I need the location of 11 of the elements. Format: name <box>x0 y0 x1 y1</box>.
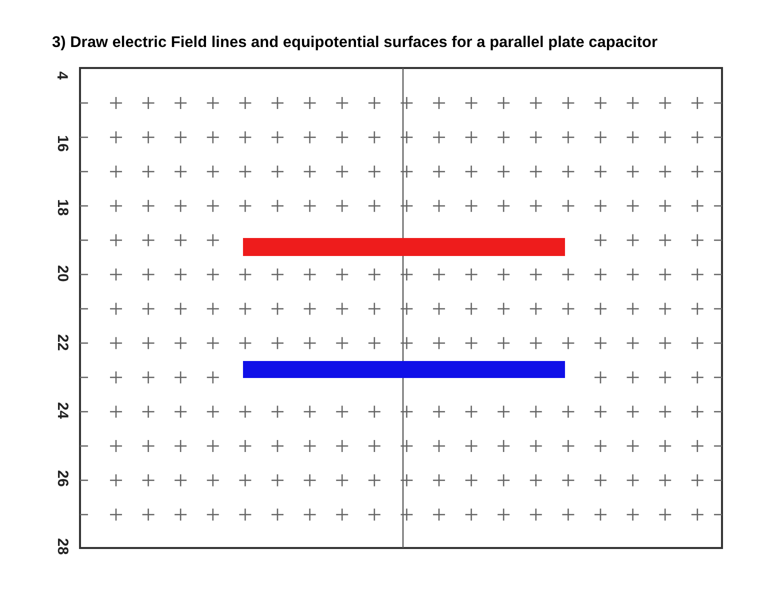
axis-tick-label: 20 <box>53 264 70 282</box>
axis-tick-label: 24 <box>53 402 70 418</box>
axis-tick-label: 28 <box>53 538 70 554</box>
axis-tick-label: 18 <box>53 198 70 216</box>
axis-tick-label: 4 <box>54 70 71 80</box>
axis-tick-label: 26 <box>53 470 70 486</box>
axis-tick-label: 16 <box>53 134 70 152</box>
upper-plate <box>243 238 565 256</box>
axis-tick-label: 22 <box>53 334 70 350</box>
question-title: 3) Draw electric Field lines and equipotential surfaces for a parallel plate capacitor <box>52 34 658 52</box>
lower-plate <box>243 361 565 378</box>
